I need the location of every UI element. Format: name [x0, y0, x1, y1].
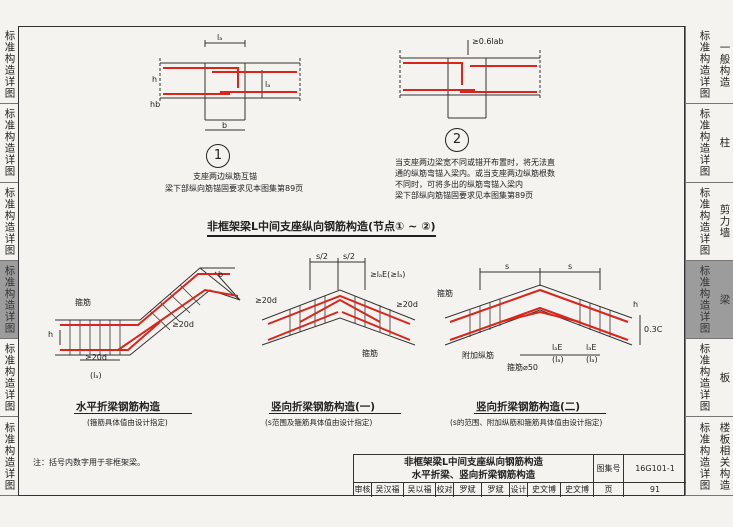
fig1-la: (lₐ): [90, 371, 102, 380]
fig3-la1b: (lₐ): [552, 355, 564, 364]
fig3-sub: (s的范围、附加纵筋和箍筋具体值由设计指定): [450, 418, 603, 427]
right-side-tabs: 标准构造详图一般构造 标准构造详图柱 标准构造详图剪力墙 标准构造详图梁 标准构…: [685, 26, 733, 496]
node1-dim-hb: hb: [150, 100, 161, 109]
fig1-gujin: 箍筋: [75, 298, 91, 307]
tab-label: 板: [718, 372, 731, 384]
tab-label: 一般构造: [718, 41, 731, 88]
sig-designer: 史文博: [528, 483, 561, 497]
right-tab-slab-related[interactable]: 标准构造详图楼板相关构造: [685, 417, 733, 496]
tab-prefix: 标准构造详图: [698, 265, 711, 335]
fig2-caption-rule: [269, 413, 401, 414]
section-title: 非框架梁L中间支座纵向钢筋构造(节点① ~ ②): [207, 220, 436, 237]
fig2-s2b: s/2: [343, 252, 355, 261]
fig2-lae: ≥lₐE(≥lₐ): [370, 270, 406, 279]
page-number: 91: [649, 485, 661, 494]
left-side-tabs: 标准构造详图 标准构造详图 标准构造详图 标准构造详图 标准构造详图 标准构造详…: [0, 26, 18, 496]
title-line-1: 非框架梁L中间支座纵向钢筋构造: [403, 457, 544, 468]
fig3-gujin: 箍筋: [437, 289, 453, 298]
fig3-la1: lₐE: [552, 343, 563, 352]
drawing-frame: [18, 26, 685, 496]
node1-dim-h: h: [152, 75, 158, 84]
left-tab-active[interactable]: 标准构造详图: [0, 260, 18, 340]
left-tab[interactable]: 标准构造详图: [0, 26, 18, 105]
sig-reviewer-sign: 吴以福: [404, 483, 436, 497]
fig3-s2: s: [568, 262, 573, 271]
fig2-sub: (s范围及箍筋具体值由设计指定): [265, 418, 373, 427]
page-label: 页: [594, 483, 624, 497]
node2-text-3: 不同时，可将多出的纵筋弯锚入梁内: [395, 180, 523, 189]
left-tab[interactable]: 标准构造详图: [0, 183, 18, 261]
right-tab-beam[interactable]: 标准构造详图梁: [685, 260, 733, 340]
atlas-label: 图集号: [594, 455, 624, 483]
fig3-gujin2: 箍筋⌀50: [507, 363, 538, 372]
fig2-s2a: s/2: [316, 252, 328, 261]
sig-reviewer: 吴汉福: [372, 483, 404, 497]
tab-label: 梁: [718, 293, 731, 306]
node1-dim-b: b: [222, 121, 228, 130]
sig-review-label: 审核: [354, 483, 372, 497]
right-tab-shearwall[interactable]: 标准构造详图剪力墙: [685, 182, 733, 261]
node2-number: 2: [445, 128, 469, 152]
sig-checker: 罗斌: [454, 483, 482, 497]
fig3-caption: 竖向折梁钢筋构造(二): [476, 401, 581, 413]
node1-text-2: 梁下部纵向筋锚固要求见本图集第89页: [165, 184, 304, 193]
fig2-d20b: ≥20d: [396, 300, 418, 309]
left-tab[interactable]: 标准构造详图: [0, 417, 18, 496]
fig1-d20b: ≥20d: [172, 320, 194, 329]
fig1-caption-rule: [74, 413, 192, 414]
node1-text-1: 支座两边纵筋互锚: [193, 172, 257, 181]
fig1-h: h: [48, 330, 54, 339]
fig1-caption: 水平折梁钢筋构造: [76, 401, 160, 413]
node2-text-2: 通的纵筋弯锚入梁内。或当支座两边纵筋根数: [395, 169, 555, 178]
left-tab[interactable]: 标准构造详图: [0, 104, 18, 183]
fig3-h: h: [633, 300, 639, 309]
fig3-la2: lₐE: [586, 343, 597, 352]
node1-dim-la2: lₐ: [265, 80, 271, 89]
node1-dim-la: lₐ: [217, 33, 223, 42]
node1-number: 1: [206, 144, 230, 168]
tab-label: 楼板相关构造: [718, 421, 731, 491]
fig3-s1: s: [505, 262, 510, 271]
fig2-d20a: ≥20d: [255, 296, 277, 305]
node2-text-1: 当支座两边梁宽不同或错开布置时，将无法直: [395, 158, 555, 167]
sig-check-label: 校对: [436, 483, 454, 497]
sig-checker-sign: 罗斌: [482, 483, 510, 497]
tab-label: 剪力墙: [718, 203, 731, 239]
tab-label: 柱: [718, 137, 731, 149]
fig2-caption: 竖向折梁钢筋构造(一): [271, 401, 376, 413]
fig2-gujin: 箍筋: [362, 349, 378, 358]
sig-design-label: 设计: [510, 483, 528, 497]
note: 注：括号内数字用于非框架梁。: [33, 458, 145, 467]
fig1-b: b: [218, 270, 224, 279]
fig1-sub: (箍筋具体值由设计指定): [87, 418, 168, 427]
title-line-2: 水平折梁、竖向折梁钢筋构造: [411, 470, 536, 481]
title-block: 非框架梁L中间支座纵向钢筋构造 水平折梁、竖向折梁钢筋构造 图集号 16G101…: [353, 454, 686, 497]
fig3-la2b: (lₐ): [586, 355, 598, 364]
tab-prefix: 标准构造详图: [698, 108, 711, 178]
title-block-signatures: 审核 吴汉福 吴以福 校对 罗斌 罗斌 设计 史文博 史文博 页 91: [354, 483, 686, 497]
tab-prefix: 标准构造详图: [698, 30, 711, 100]
tab-prefix: 标准构造详图: [698, 343, 711, 413]
tab-prefix: 标准构造详图: [698, 186, 711, 256]
right-tab-column[interactable]: 标准构造详图柱: [685, 104, 733, 183]
node2-dim-lab: ≥0.6lab: [472, 37, 504, 46]
sig-designer-sign: 史文博: [561, 483, 594, 497]
right-tab-slab[interactable]: 标准构造详图板: [685, 339, 733, 418]
title-block-title: 非框架梁L中间支座纵向钢筋构造 水平折梁、竖向折梁钢筋构造: [354, 455, 594, 483]
node2-text-4: 梁下部纵向筋锚固要求见本图集第89页: [395, 191, 534, 200]
fig3-caption-rule: [474, 413, 606, 414]
left-tab[interactable]: 标准构造详图: [0, 339, 18, 418]
fig1-d20a: ≥20d: [85, 353, 107, 362]
fig3-r: 0.3C: [644, 325, 663, 334]
atlas-number: 16G101-1: [624, 455, 686, 483]
tab-prefix: 标准构造详图: [698, 421, 711, 491]
right-tab-general[interactable]: 标准构造详图一般构造: [685, 26, 733, 105]
fig3-fujia: 附加纵筋: [462, 351, 494, 360]
